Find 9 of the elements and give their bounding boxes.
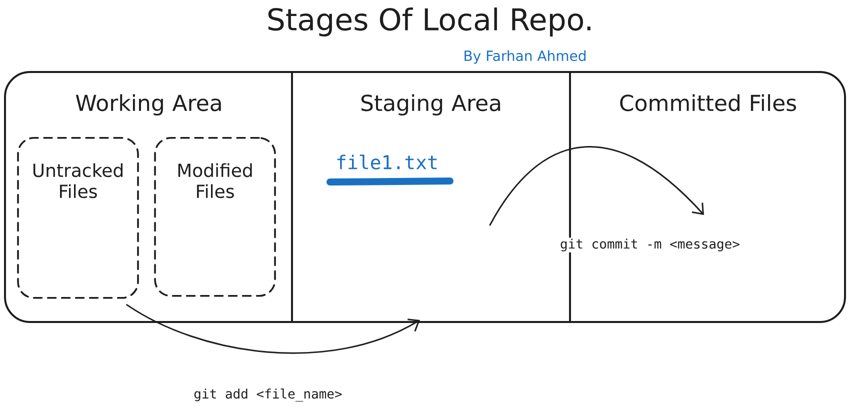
author-credit: By Farhan Ahmed [464, 50, 586, 64]
arrow [126, 304, 420, 354]
command-label: git commit -m <message> [559, 238, 742, 252]
dashed-box: Untracked Files [17, 137, 139, 299]
file-name: file1.txt [337, 154, 437, 170]
command-label: git add <file_name> [192, 388, 344, 402]
arrow [489, 146, 704, 226]
dashed-box: Modified Files [154, 137, 276, 297]
title: Stages Of Local Repo. [268, 8, 590, 37]
